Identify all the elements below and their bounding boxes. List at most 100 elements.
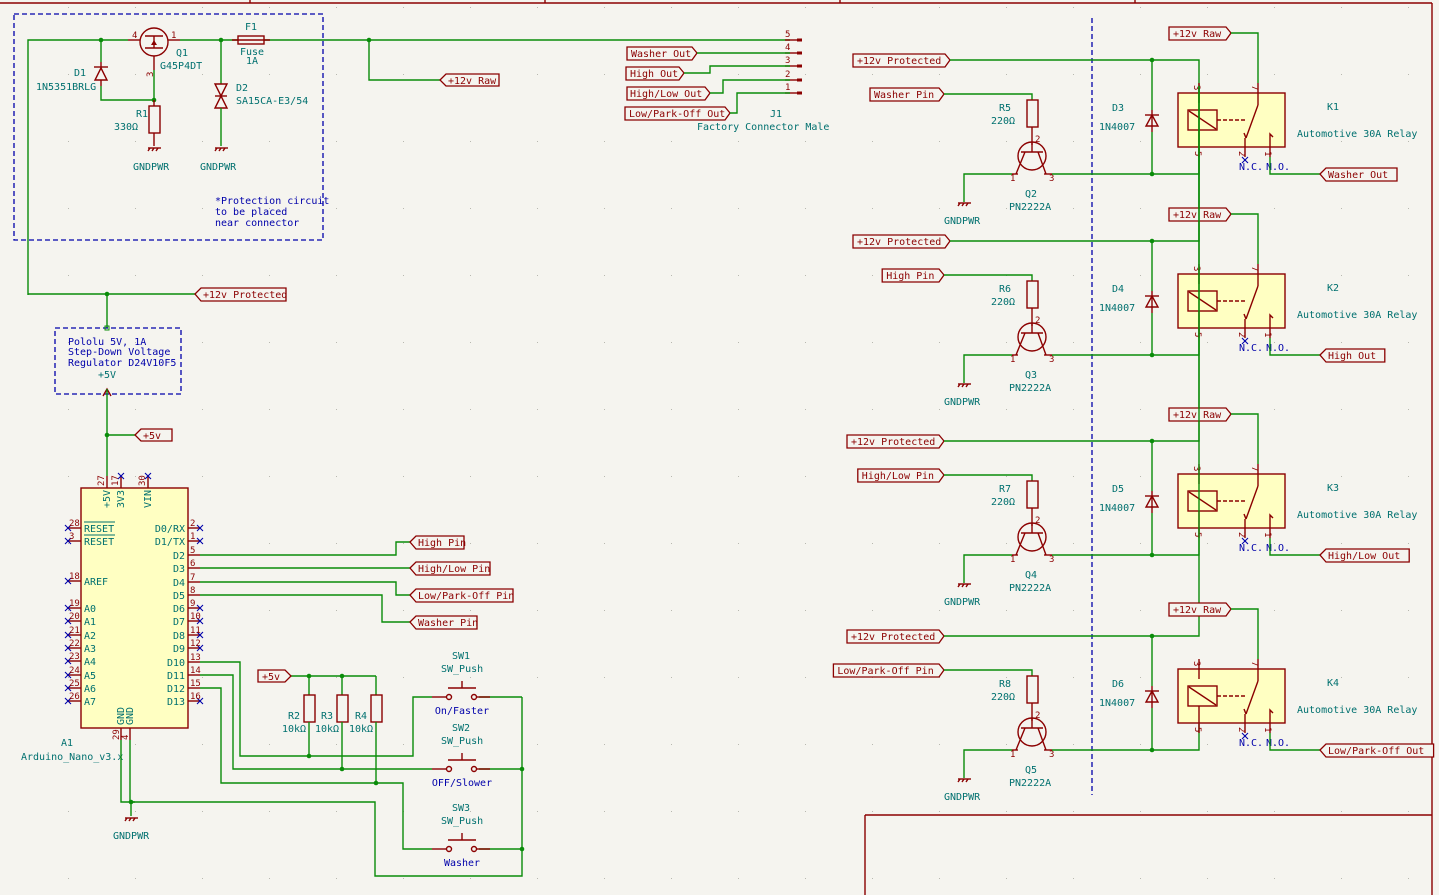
- svg-text:+12v Protected: +12v Protected: [203, 290, 287, 301]
- label-input-k4[interactable]: Low/Park-Off Pin: [832, 663, 945, 678]
- voltage-regulator-module[interactable]: Pololu 5V, 1A Step-Down Voltage Regulato…: [54, 325, 182, 397]
- svg-text:5: 5: [1192, 727, 1202, 732]
- svg-text:220Ω: 220Ω: [991, 297, 1015, 308]
- label-output-k1[interactable]: Washer Out: [1319, 167, 1398, 182]
- svg-text:SW2: SW2: [452, 723, 470, 734]
- label-5v-regulator[interactable]: +5v: [134, 428, 173, 442]
- label-5v-pullups[interactable]: +5v: [257, 669, 292, 683]
- svg-text:20: 20: [69, 612, 80, 622]
- j1-pin-5[interactable]: 5: [785, 30, 802, 42]
- label-highlow-out-j1[interactable]: High/Low Out: [626, 86, 711, 101]
- label-output-k3[interactable]: High/Low Out: [1319, 548, 1410, 563]
- nano-pin-d4[interactable]: 7D4: [173, 573, 200, 589]
- tvs-diode-d2[interactable]: D2 SA15CA-E3/54: [213, 40, 308, 146]
- label-input-k2[interactable]: High Pin: [881, 268, 945, 283]
- label-washer-out-j1[interactable]: Washer Out: [626, 46, 698, 61]
- nano-pin-d6[interactable]: 9D6: [173, 599, 204, 615]
- zener-diode-d1[interactable]: D1 1N5351BRLG: [36, 40, 109, 93]
- label-high-pin-nano[interactable]: High Pin: [409, 535, 466, 550]
- label-12v-raw-main[interactable]: +12v Raw: [439, 73, 500, 87]
- label-12v-raw-k1[interactable]: +12v Raw: [1168, 26, 1232, 41]
- label-12v-raw-k4[interactable]: +12v Raw: [1168, 602, 1232, 617]
- svg-text:3: 3: [1191, 266, 1201, 271]
- svg-text:1N4007: 1N4007: [1099, 698, 1135, 709]
- label-output-k4[interactable]: Low/Park-Off Out: [1319, 743, 1435, 758]
- nano-pin-d3[interactable]: 6D3: [173, 559, 200, 575]
- nano-pin-d1tx[interactable]: 1D1/TX: [155, 532, 204, 548]
- label-washer-pin-nano[interactable]: Washer Pin: [409, 615, 478, 630]
- nano-pin-5v[interactable]: 27+5V: [97, 475, 113, 508]
- resistor-r1[interactable]: R1 330Ω: [114, 100, 161, 146]
- label-input-k1[interactable]: Washer Pin: [869, 87, 945, 102]
- label-lowpark-pin-nano[interactable]: Low/Park-Off Pin: [409, 588, 514, 603]
- label-12v-protected-k2[interactable]: +12v Protected: [852, 234, 951, 249]
- label-12v-protected-k4[interactable]: +12v Protected: [846, 629, 945, 644]
- svg-text:1N5351BRLG: 1N5351BRLG: [36, 82, 96, 93]
- mosfet-q1[interactable]: 4 1 3 Q1 G45P4DT: [128, 27, 202, 77]
- nano-pin-d2[interactable]: 5D2: [173, 546, 200, 562]
- label-output-k2[interactable]: High Out: [1319, 348, 1386, 363]
- nano-pin-d0rx[interactable]: 2D0/RX: [155, 519, 204, 535]
- svg-text:R7: R7: [999, 484, 1011, 495]
- fuse-f1[interactable]: F1 Fuse 1A: [232, 22, 270, 67]
- label-12v-protected-k1[interactable]: +12v Protected: [852, 53, 951, 68]
- label-input-k3[interactable]: High/Low Pin: [857, 468, 945, 483]
- label-12v-raw-k2[interactable]: +12v Raw: [1168, 207, 1232, 222]
- svg-text:N.C.: N.C.: [1239, 162, 1263, 173]
- nano-pin-d5[interactable]: 8D5: [173, 586, 200, 602]
- label-high-out-j1[interactable]: High Out: [625, 66, 685, 81]
- label-highlow-pin-nano[interactable]: High/Low Pin: [409, 561, 491, 576]
- label-lowpark-out-j1[interactable]: Low/Park-Off Out: [624, 106, 731, 121]
- label-12v-protected-main[interactable]: +12v Protected: [194, 287, 287, 302]
- label-12v-protected-k3[interactable]: +12v Protected: [846, 434, 945, 449]
- label-12v-raw-k3[interactable]: +12v Raw: [1168, 407, 1232, 422]
- svg-text:GNDPWR: GNDPWR: [944, 792, 981, 803]
